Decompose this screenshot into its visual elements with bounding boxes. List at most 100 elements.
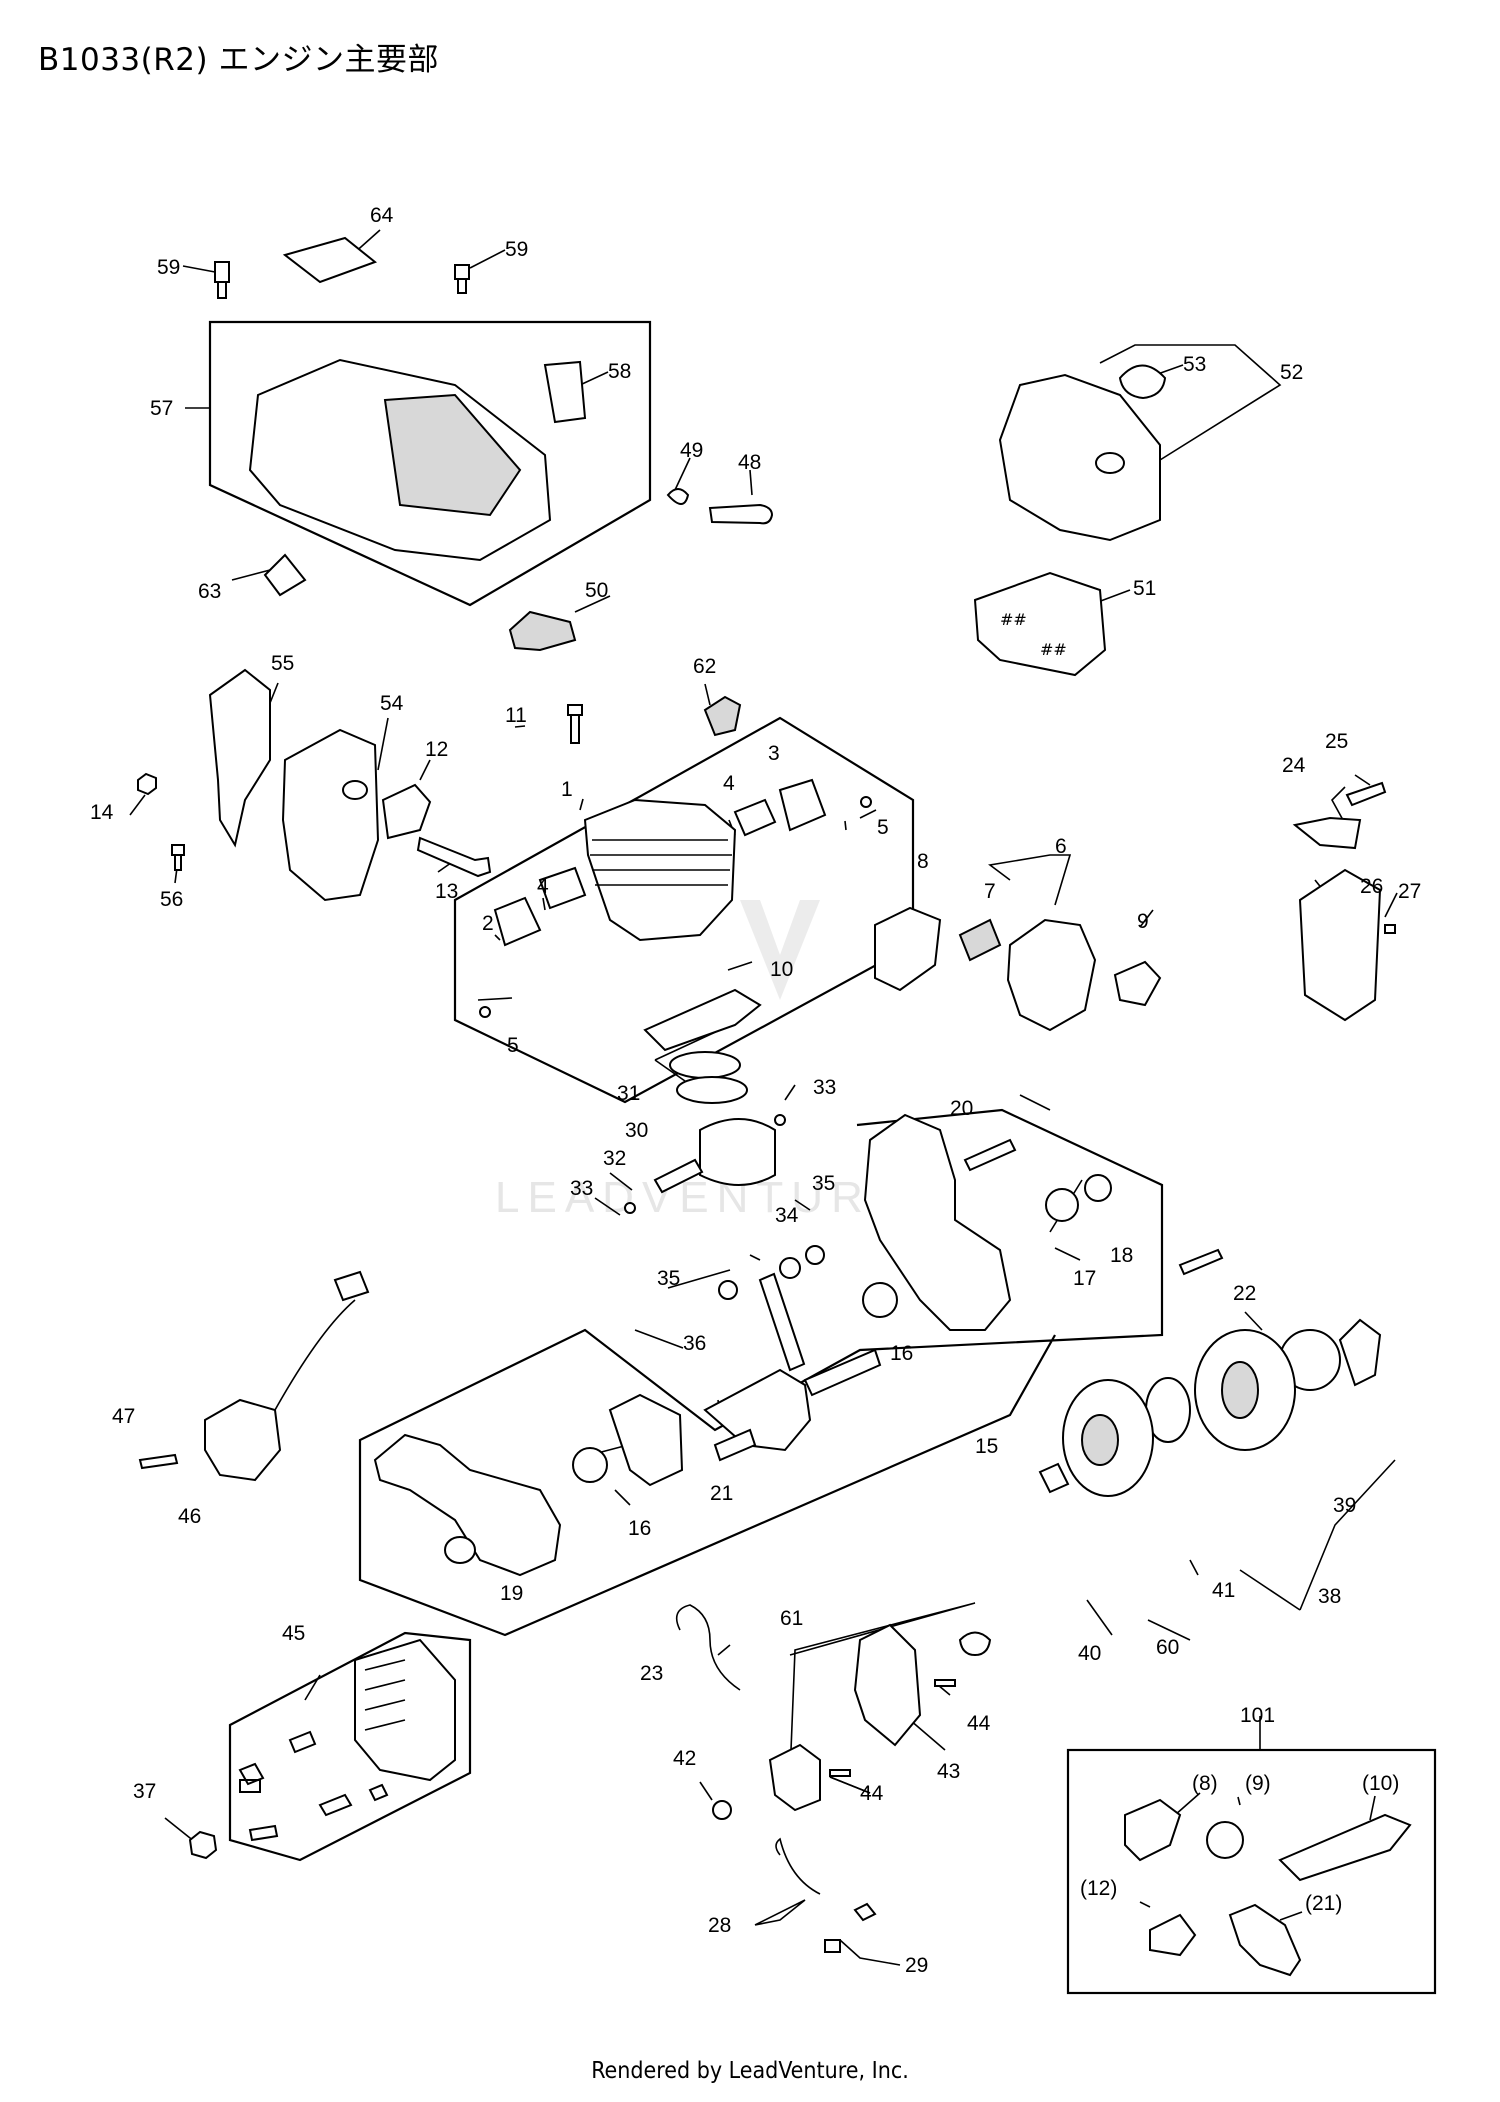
part-40-needle-bearing: [1038, 1462, 1070, 1494]
kit-part-12: [1149, 1913, 1197, 1957]
part-9-washer: [1113, 960, 1162, 1007]
callout-7: 7: [984, 880, 996, 903]
callout-43: 43: [937, 1760, 960, 1783]
callout-38: 38: [1318, 1585, 1341, 1608]
part-28-oil-pipe: [775, 1837, 821, 1895]
callout-25: 25: [1325, 730, 1348, 753]
part-34-bearing: [779, 1257, 801, 1279]
part-26-plate: [1298, 868, 1382, 1022]
part-44-screw-lower: [829, 1769, 851, 1777]
callout-2: 2: [482, 912, 494, 935]
callout-28: 28: [708, 1914, 731, 1937]
callout-kit-12: (12): [1080, 1877, 1117, 1900]
kit-part-21: [1228, 1903, 1302, 1977]
callout-59-left: 59: [157, 256, 180, 279]
callout-51: 51: [1133, 577, 1156, 600]
part-32-piston-pin: [653, 1158, 704, 1194]
callout-19: 19: [500, 1582, 523, 1605]
callout-63: 63: [198, 580, 221, 603]
callout-33-right: 33: [813, 1076, 836, 1099]
callout-5-lower: 5: [507, 1034, 519, 1057]
callout-42: 42: [673, 1747, 696, 1770]
part-12-muffler-gasket: [381, 783, 432, 840]
part-30-piston: [699, 1118, 776, 1186]
part-52-filter-cover: [998, 373, 1161, 542]
part-8-insulator: [874, 906, 942, 992]
part-37-nut: [188, 1830, 218, 1860]
callout-3: 3: [768, 742, 780, 765]
callout-11: 11: [505, 704, 527, 727]
part-31-ring-top: [669, 1051, 741, 1079]
part-6-carburetor: [1006, 918, 1097, 1032]
callout-44-lower: 44: [860, 1782, 884, 1805]
part-4-gasket-lower: [538, 866, 587, 910]
callout-33-left: 33: [570, 1177, 593, 1200]
part-50-bracket: [508, 610, 577, 652]
callout-35-upper: 35: [812, 1172, 835, 1195]
part-45-flywheel: [354, 1638, 456, 1782]
part-64-label-sheet: [282, 236, 378, 284]
kit-part-10: [1278, 1813, 1412, 1882]
part-61-oil-pump: [768, 1743, 821, 1812]
callout-18: 18: [1110, 1244, 1133, 1267]
footer-credit: Rendered by LeadVenture, Inc.: [591, 2058, 909, 2084]
part-53-knob: [1118, 364, 1167, 400]
callout-22: 22: [1233, 1282, 1256, 1305]
callout-13: 13: [435, 880, 458, 903]
part-44-screw-upper: [934, 1679, 956, 1687]
part-36-crankshaft: [758, 1272, 806, 1372]
part-39-clutch-shoe: [1338, 1318, 1382, 1387]
callout-10: 10: [770, 958, 793, 981]
callout-57: 57: [150, 397, 173, 420]
callout-58: 58: [608, 360, 631, 383]
box-flywheel-45: [228, 1631, 472, 1862]
part-35-washer-lower: [718, 1280, 738, 1300]
part-2-exhaust-cover: [493, 896, 542, 947]
callout-53: 53: [1183, 353, 1206, 376]
part-61-seal: [958, 1631, 992, 1657]
watermark-text: LEADVENTURE: [495, 1173, 908, 1222]
part-20-pin: [963, 1138, 1017, 1172]
callout-21: 21: [710, 1482, 733, 1505]
part-14-nut: [137, 772, 157, 796]
callout-50: 50: [585, 579, 608, 602]
part-29-fitting-upper: [853, 1902, 877, 1922]
part-11-bolt: [567, 704, 583, 744]
part-16-bearing-upper: [862, 1282, 898, 1318]
kit-part-8: [1124, 1798, 1182, 1862]
part-33-clip-upper: [774, 1114, 786, 1126]
part-59-screw-left: [214, 261, 230, 299]
callout-24: 24: [1282, 754, 1306, 777]
callout-4-lower: 4: [537, 875, 549, 898]
part-7-gasket-block: [958, 918, 1002, 962]
part-59-screw-right: [454, 264, 470, 294]
part-4-gasket-upper: [733, 798, 777, 837]
callout-59-right: 59: [505, 238, 528, 261]
part-62-spark-plug: [703, 695, 742, 737]
part-18-seal: [1084, 1174, 1112, 1202]
callout-46: 46: [178, 1505, 201, 1528]
part-33-clip-lower: [624, 1202, 636, 1214]
callout-61: 61: [780, 1607, 803, 1630]
callout-15: 15: [975, 1435, 998, 1458]
callout-kit-21: (21): [1305, 1892, 1342, 1915]
callout-34: 34: [775, 1204, 799, 1227]
part-23-oil-hose: [675, 1604, 741, 1691]
callout-31: 31: [617, 1082, 640, 1105]
part-3-intake-flange: [778, 778, 827, 832]
callout-4-upper: 4: [723, 772, 735, 795]
callout-45: 45: [282, 1622, 305, 1645]
callout-41: 41: [1212, 1579, 1235, 1602]
callout-6: 6: [1055, 835, 1067, 858]
kit-part-9: [1206, 1821, 1244, 1859]
part-63-bracket: [263, 553, 307, 597]
part-31-ring-bottom: [676, 1076, 748, 1104]
callout-60: 60: [1156, 1636, 1179, 1659]
callout-kit-10: (10): [1362, 1772, 1399, 1795]
part-56-screw: [171, 844, 185, 871]
callout-101: 101: [1240, 1704, 1275, 1727]
callout-48: 48: [738, 451, 761, 474]
part-55-heat-shield: [208, 668, 271, 848]
callout-16-upper: 16: [890, 1342, 913, 1365]
callout-17: 17: [1073, 1267, 1096, 1290]
